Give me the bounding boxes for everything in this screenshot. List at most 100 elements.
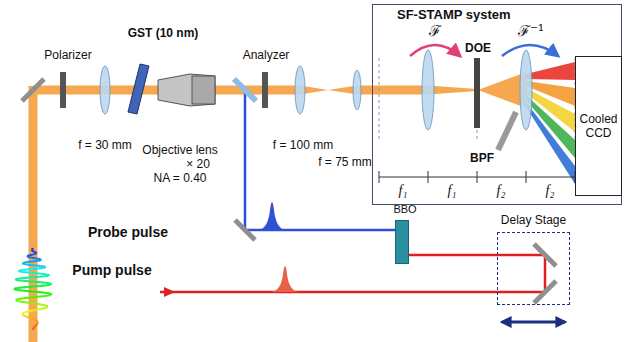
sample-label: GST (10 nm)	[128, 26, 199, 40]
focal-length: f₁	[399, 184, 408, 198]
chirped-pulse	[48, 274, 49, 277]
lens	[520, 50, 532, 130]
chirped-pulse	[35, 324, 38, 327]
chirped-pulse	[28, 310, 30, 313]
focal-length: f₁	[448, 184, 457, 198]
chirped-pulse	[50, 293, 51, 296]
chirped-pulse	[33, 268, 38, 271]
chirped-pulse	[22, 290, 27, 293]
chirped-pulse	[22, 262, 23, 265]
chirped-pulse	[44, 265, 46, 268]
chirped-pulse	[22, 277, 28, 280]
chirped-pulse	[47, 294, 50, 297]
chirped-pulse	[38, 267, 42, 270]
chirped-pulse	[21, 313, 23, 316]
chirped-pulse	[32, 327, 34, 330]
chirped-pulse	[50, 282, 52, 285]
chirped-pulse	[24, 263, 27, 266]
chirped-pulse	[37, 321, 39, 324]
chirped-pulse	[32, 327, 34, 330]
chirped-pulse	[36, 320, 39, 323]
delay-stage-box: Delay Stage	[497, 232, 570, 305]
chirped-pulse	[29, 256, 32, 259]
mirror	[534, 244, 556, 266]
chirped-pulse	[31, 317, 32, 320]
node-label: SF-STAMP system	[397, 7, 621, 23]
dimension-line	[379, 171, 575, 183]
chirped-pulse	[38, 258, 40, 261]
chirped-pulse	[35, 252, 37, 255]
chirped-pulse	[45, 273, 48, 276]
chirped-pulse	[43, 292, 47, 295]
chirped-pulse	[14, 278, 16, 281]
chirped-pulse	[17, 300, 19, 303]
focal-length: f₂	[497, 184, 506, 198]
chirped-pulse	[35, 324, 38, 327]
chirped-pulse	[40, 303, 43, 306]
chirped-pulse	[45, 275, 48, 278]
chirped-pulse	[26, 261, 30, 264]
chirped-pulse	[45, 304, 47, 307]
chirped-pulse	[41, 281, 46, 284]
chirped-pulse	[27, 290, 33, 293]
chirped-pulse	[38, 308, 41, 311]
focal-length: f = 75 mm	[318, 155, 372, 169]
chirped-pulse	[43, 295, 47, 298]
chirped-pulse	[33, 326, 35, 329]
part-label: BPF	[470, 151, 494, 165]
chirped-pulse	[21, 301, 24, 304]
chirped-pulse	[19, 300, 22, 303]
system-panel: Cooled CCDSF-STAMP system	[372, 4, 622, 205]
chirped-pulse	[21, 314, 24, 317]
chirped-pulse	[26, 311, 28, 314]
chirped-pulse	[27, 256, 29, 259]
chirped-pulse	[30, 317, 32, 320]
chirped-pulse	[32, 328, 34, 331]
chirped-pulse	[31, 249, 33, 252]
chirped-pulse	[28, 296, 33, 299]
beam-splitter	[234, 79, 256, 101]
spectral-beams	[526, 95, 575, 158]
chirped-pulse	[43, 304, 45, 307]
polarizer-plate	[60, 72, 66, 108]
pump-beam	[160, 291, 545, 294]
probe-beam	[29, 86, 38, 342]
chirped-pulse	[31, 248, 33, 251]
numerical-aperture: NA = 0.40	[153, 171, 206, 185]
chirped-pulse	[28, 280, 34, 283]
dimension-line	[477, 171, 478, 183]
chirped-pulse	[34, 253, 36, 256]
chirped-pulse	[25, 301, 29, 304]
chirped-pulse	[18, 289, 22, 292]
chirped-pulse	[41, 307, 43, 310]
chirped-pulse	[32, 253, 34, 256]
chirped-pulse	[31, 248, 33, 251]
magnification: × 20	[186, 157, 210, 171]
chirped-pulse	[30, 254, 32, 257]
bpf-plate	[498, 112, 516, 150]
lens	[100, 66, 110, 114]
chirped-pulse	[32, 247, 34, 250]
chirped-pulse	[38, 295, 43, 298]
chirped-pulse	[23, 271, 28, 274]
chirped-pulse	[40, 284, 45, 287]
chirped-pulse	[31, 264, 36, 267]
chirped-pulse	[36, 323, 38, 326]
chirped-pulse	[23, 261, 26, 264]
chirped-pulse	[26, 263, 30, 266]
chirped-pulse	[33, 250, 34, 253]
chirped-pulse	[15, 289, 18, 292]
chirped-pulse	[33, 326, 35, 329]
chirped-pulse	[45, 284, 49, 287]
focal-length: f₂	[546, 184, 555, 198]
chirped-pulse	[47, 292, 50, 295]
chirped-pulse	[34, 325, 36, 328]
transform-symbol: ℱ	[429, 23, 441, 39]
lens	[295, 66, 305, 114]
chirped-pulse	[18, 279, 22, 282]
chirped-pulse	[18, 298, 21, 301]
pump-arrowhead	[164, 287, 175, 297]
chirped-pulse	[30, 310, 33, 313]
travel-arrow	[502, 321, 565, 324]
chirped-pulse	[46, 305, 49, 308]
